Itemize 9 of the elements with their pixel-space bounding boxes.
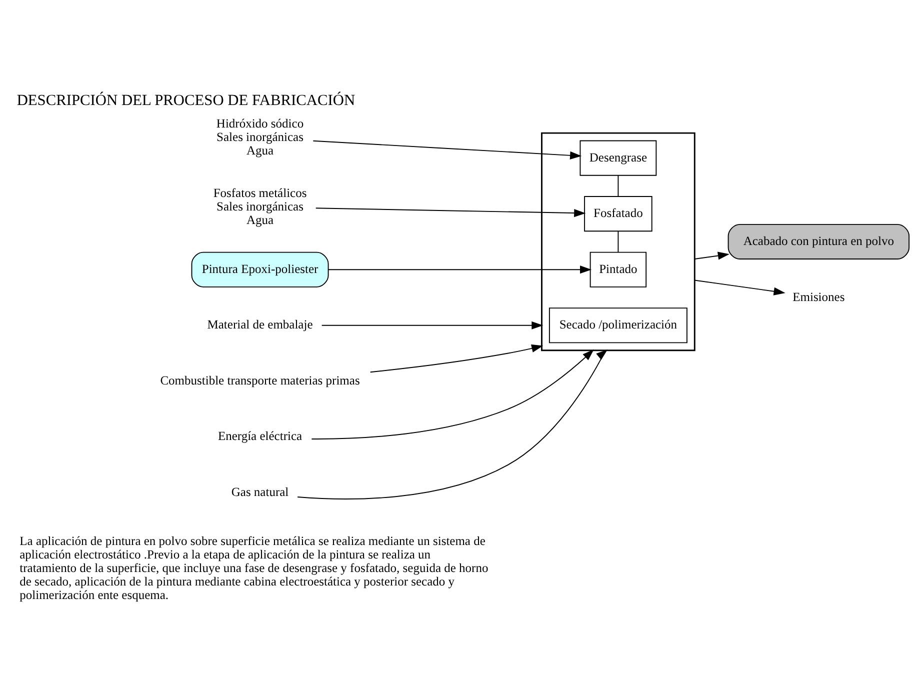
node-text: Hidróxido sódico Sales inorgánicas Agua <box>216 116 304 158</box>
node-text: Gas natural <box>231 484 289 499</box>
node-text: Emisiones <box>792 290 845 304</box>
diagram-title: DESCRIPCIÓN DEL PROCESO DE FABRICACIÓN <box>16 92 356 109</box>
node-text: Energía eléctrica <box>218 429 302 444</box>
label: La aplicación de pintura en polvo sobre superficie metálica se realiza mediante un sistema de aplicación electrostático .Previo a la etapa de aplicación de la pintura se realiza un tratamiento de la superficie, que incluye una fase de desengrase y fosfatado, seguida de horno de secado, aplicación de la pintura mediante cabina electroestática y posterior secado y polimerización ente esquema. <box>20 534 488 602</box>
node-text: Material de embalaje <box>207 318 313 332</box>
node-text: Combustible transporte materias primas <box>160 373 360 388</box>
node-text: Fosfatos metálicos Sales inorgánicas Agua <box>213 186 307 227</box>
